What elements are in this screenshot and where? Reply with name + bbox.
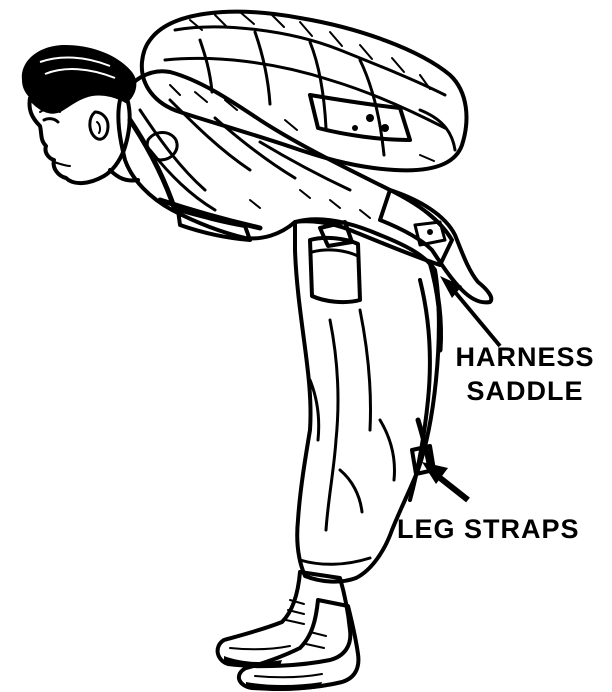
harness-saddle-label-line2: SADDLE — [446, 374, 604, 408]
leg-straps-arrow — [422, 462, 468, 500]
soldier-head — [22, 45, 138, 183]
harness-saddle-label: HARNESS SADDLE — [446, 340, 604, 408]
soldier-boots — [218, 572, 359, 691]
harness-saddle-label-line1: HARNESS — [446, 340, 604, 374]
harness-saddle-arrow — [440, 276, 500, 346]
leg-straps-label: LEG STRAPS — [397, 512, 580, 546]
